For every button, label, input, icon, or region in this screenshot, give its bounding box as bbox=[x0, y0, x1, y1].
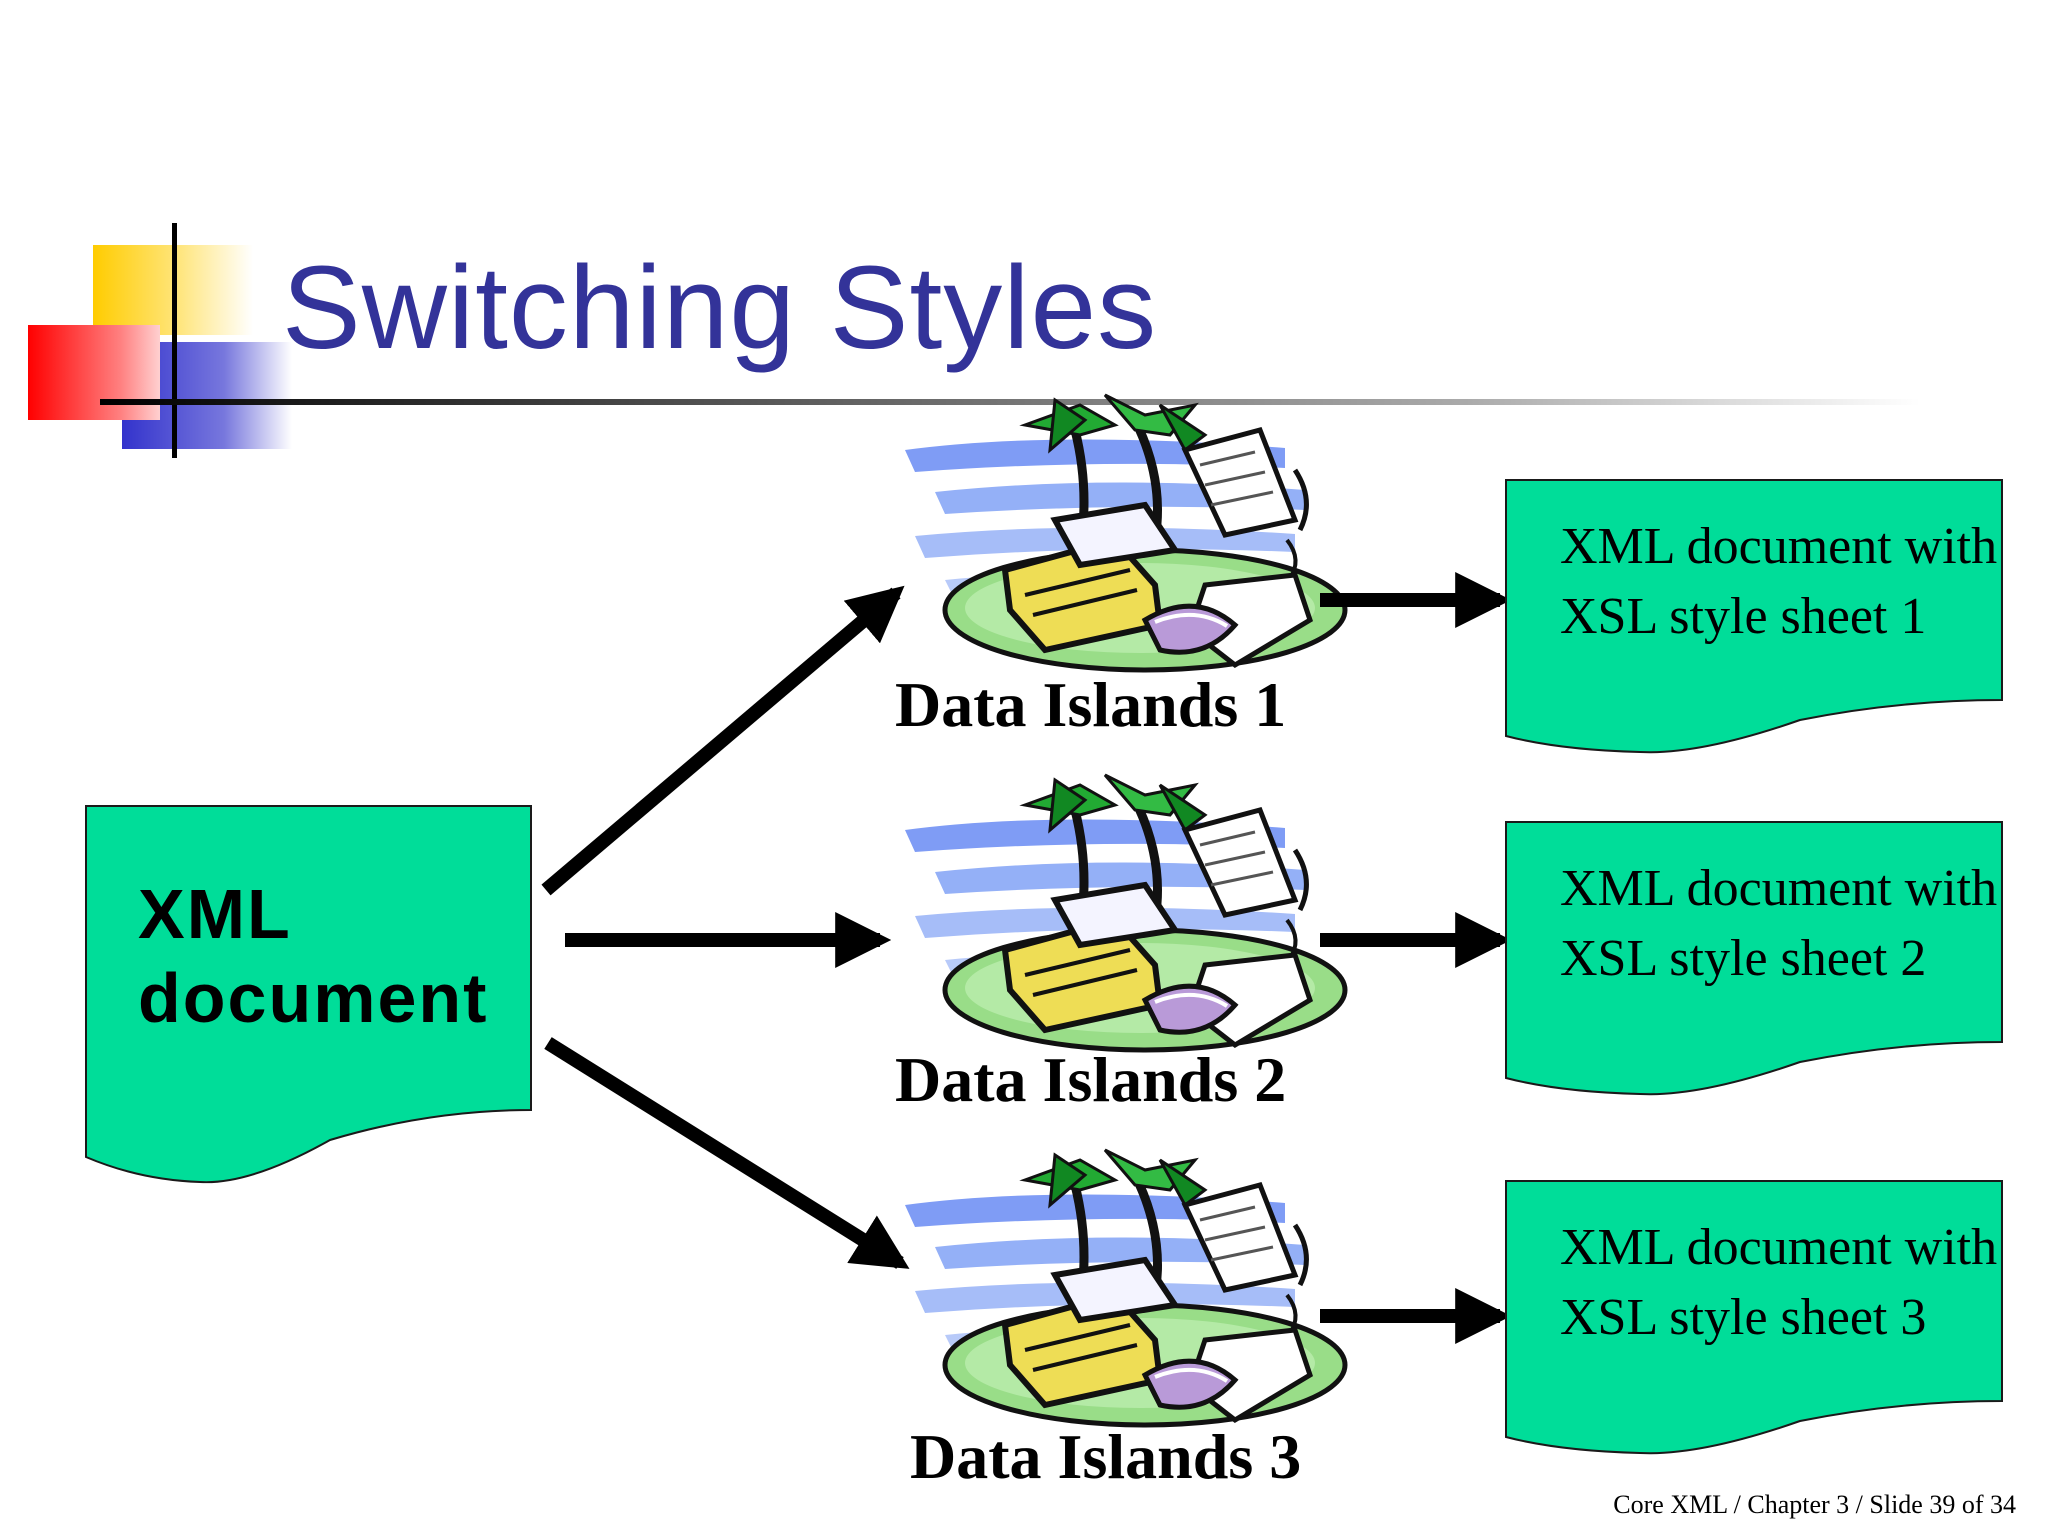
page-title: Switching Styles bbox=[282, 242, 1158, 374]
output-document-3-text: XML document with XSL style sheet 3 bbox=[1560, 1219, 1998, 1346]
output-document-2-text: XML document with XSL style sheet 2 bbox=[1560, 860, 1998, 987]
output-document-1-shape bbox=[1505, 479, 2003, 754]
output-document-1-text: XML document with XSL style sheet 1 bbox=[1560, 518, 1998, 645]
data-island-3-image bbox=[905, 1150, 1345, 1425]
output-document-2-shape bbox=[1505, 821, 2003, 1096]
arrow-to-island-1 bbox=[541, 585, 905, 896]
slide-footer: Core XML / Chapter 3 / Slide 39 of 34 bbox=[1613, 1490, 2016, 1519]
deco-vertical-line bbox=[172, 223, 177, 458]
data-island-1-label: Data Islands 1 bbox=[895, 669, 1287, 740]
data-island-2-image bbox=[905, 775, 1345, 1050]
data-island-1-image bbox=[905, 395, 1345, 670]
data-island-3-label: Data Islands 3 bbox=[910, 1421, 1302, 1492]
title-rule bbox=[100, 399, 1920, 405]
xml-document-shape bbox=[85, 805, 532, 1184]
xml-document-label: XML document bbox=[138, 875, 489, 1037]
arrow-to-island-3 bbox=[544, 1037, 910, 1269]
output-document-3-shape bbox=[1505, 1180, 2003, 1455]
data-island-2-label: Data Islands 2 bbox=[895, 1044, 1287, 1115]
